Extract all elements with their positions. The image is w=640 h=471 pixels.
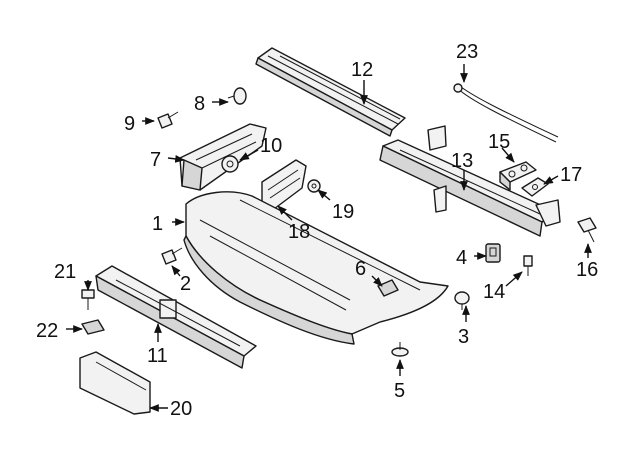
callout-2: 2	[180, 273, 191, 295]
fastener-8-part	[227, 87, 247, 105]
nut-19-part	[307, 179, 321, 193]
bracket-7-part	[179, 123, 267, 191]
callout-15: 15	[488, 131, 510, 153]
callout-16: 16	[576, 259, 598, 281]
callout-20: 20	[170, 398, 192, 420]
callout-labels: 1 2 3 4 5 6 7 8 9 10 11 12 13 14 15 16 1…	[36, 41, 598, 420]
wire-rod-part	[453, 83, 559, 143]
bolt-16-part	[577, 217, 597, 243]
callout-1: 1	[152, 213, 163, 235]
callout-14: 14	[483, 281, 505, 303]
step-pad-part	[255, 47, 406, 137]
clip-6-part	[377, 279, 399, 297]
callout-21: 21	[54, 261, 76, 283]
fastener-9-part	[157, 111, 179, 129]
callout-13: 13	[451, 150, 473, 172]
stud-14-part	[523, 255, 533, 276]
callout-17: 17	[560, 164, 582, 186]
bumper-cover-part	[183, 191, 449, 345]
clip-22-part	[81, 319, 105, 335]
bolt-21-part	[81, 289, 95, 310]
callout-5: 5	[394, 380, 405, 402]
panel-20-part	[79, 351, 151, 415]
bracket-17-part	[521, 177, 549, 197]
callout-4: 4	[456, 247, 467, 269]
leader-lines	[66, 64, 592, 412]
stud-5-part	[391, 342, 409, 357]
callout-22: 22	[36, 320, 58, 342]
clip-4-part	[485, 243, 501, 263]
callout-10: 10	[260, 135, 282, 157]
bracket-15-part	[499, 161, 537, 191]
callout-9: 9	[124, 113, 135, 135]
callout-8: 8	[194, 93, 205, 115]
callout-12: 12	[351, 59, 373, 81]
bolt-2-part	[161, 247, 183, 265]
callout-6: 6	[355, 258, 366, 280]
callout-23: 23	[456, 41, 478, 63]
energy-absorber-part	[95, 265, 257, 369]
clip-10-part	[221, 155, 239, 173]
push-pin-3-part	[454, 291, 470, 310]
callout-3: 3	[458, 326, 469, 348]
callout-7: 7	[150, 149, 161, 171]
callout-11: 11	[147, 345, 168, 367]
callout-19: 19	[332, 201, 354, 223]
callout-18: 18	[288, 221, 310, 243]
reinforcement-beam-part	[379, 125, 561, 237]
